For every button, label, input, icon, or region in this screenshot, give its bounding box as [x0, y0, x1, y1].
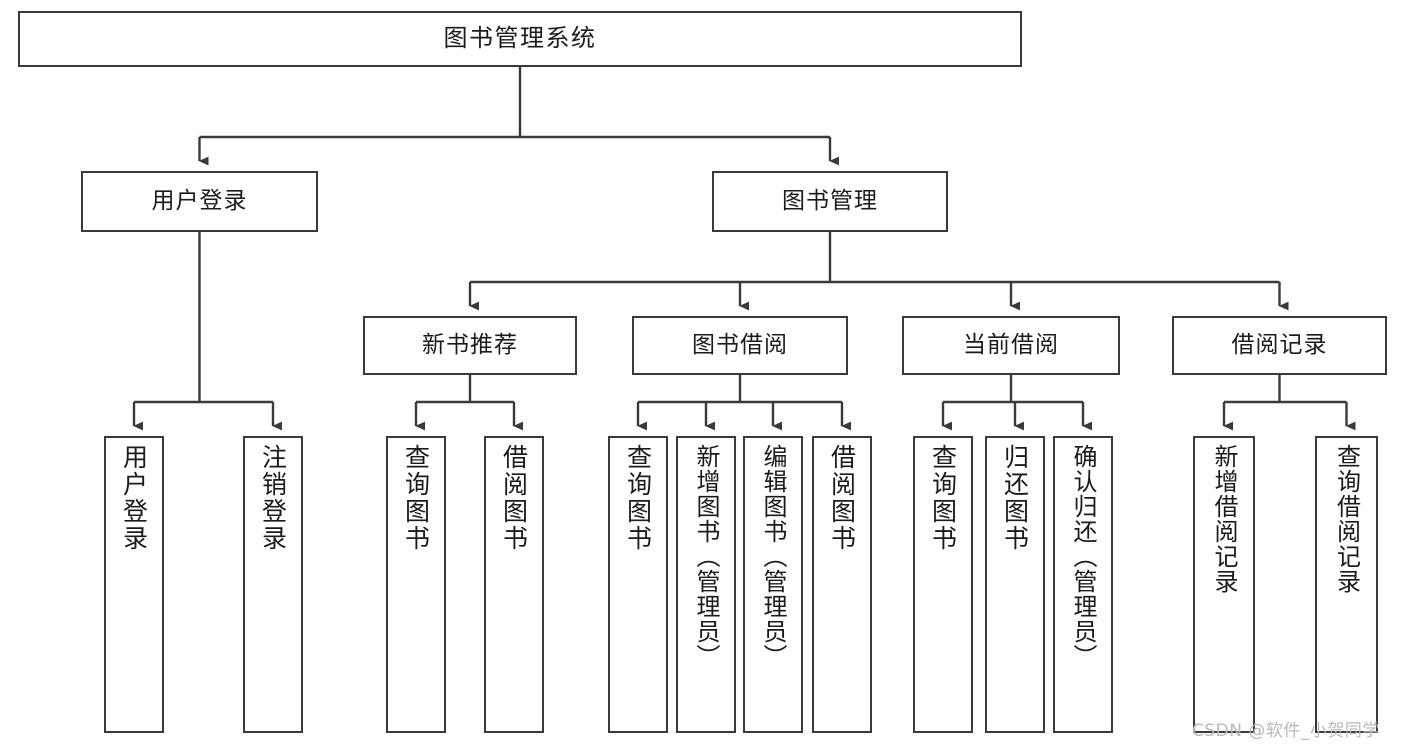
node-leaf-bo-add[interactable]: 新增图书（管理员） [676, 436, 736, 733]
node-label: 归还图书 [1000, 444, 1030, 552]
node-label: 图书管理系统 [443, 24, 597, 53]
node-current[interactable]: 当前借阅 [902, 316, 1120, 375]
node-leaf-bo-edit[interactable]: 编辑图书（管理员） [743, 436, 803, 733]
node-label: 用户登录 [119, 444, 149, 552]
node-login[interactable]: 用户登录 [81, 171, 318, 232]
csdn-watermark: CSDN @软件_小贺同学 [1192, 721, 1380, 741]
node-leaf-cu-query[interactable]: 查询图书 [913, 436, 973, 733]
node-label: 用户登录 [151, 188, 248, 215]
node-leaf-re-query[interactable]: 查询借阅记录 [1315, 436, 1378, 733]
node-label: 注销登录 [258, 444, 288, 552]
node-bookmgmt[interactable]: 图书管理 [712, 171, 948, 232]
node-label: 确认归还（管理员） [1069, 444, 1097, 669]
node-record[interactable]: 借阅记录 [1172, 316, 1387, 375]
node-label: 编辑图书（管理员） [759, 444, 787, 669]
node-label: 查询借阅记录 [1332, 444, 1361, 594]
node-root[interactable]: 图书管理系统 [18, 11, 1022, 67]
node-label: 借阅图书 [499, 444, 529, 552]
node-label: 查询图书 [401, 444, 431, 552]
node-label: 当前借阅 [963, 332, 1059, 359]
node-label: 查询图书 [928, 444, 958, 552]
node-leaf-user-login[interactable]: 用户登录 [104, 436, 164, 733]
node-leaf-cu-confirm[interactable]: 确认归还（管理员） [1053, 436, 1113, 733]
node-leaf-bo-borrow[interactable]: 借阅图书 [812, 436, 872, 733]
node-label: 借阅图书 [827, 444, 857, 552]
node-label: 图书管理 [782, 188, 878, 215]
node-label: 新书推荐 [422, 332, 518, 359]
node-leaf-bo-query[interactable]: 查询图书 [608, 436, 668, 733]
node-leaf-cu-return[interactable]: 归还图书 [985, 436, 1045, 733]
node-borrow[interactable]: 图书借阅 [632, 316, 848, 375]
node-leaf-nb-query[interactable]: 查询图书 [386, 436, 446, 733]
node-label: 图书借阅 [692, 332, 788, 359]
node-label: 新增图书（管理员） [692, 444, 720, 669]
node-label: 查询图书 [623, 444, 653, 552]
node-label: 借阅记录 [1231, 332, 1328, 359]
node-label: 新增借阅记录 [1210, 444, 1238, 594]
node-leaf-re-add[interactable]: 新增借阅记录 [1193, 436, 1255, 733]
node-newbook[interactable]: 新书推荐 [363, 316, 577, 375]
node-leaf-user-logout[interactable]: 注销登录 [243, 436, 303, 733]
node-leaf-nb-borrow[interactable]: 借阅图书 [484, 436, 544, 733]
